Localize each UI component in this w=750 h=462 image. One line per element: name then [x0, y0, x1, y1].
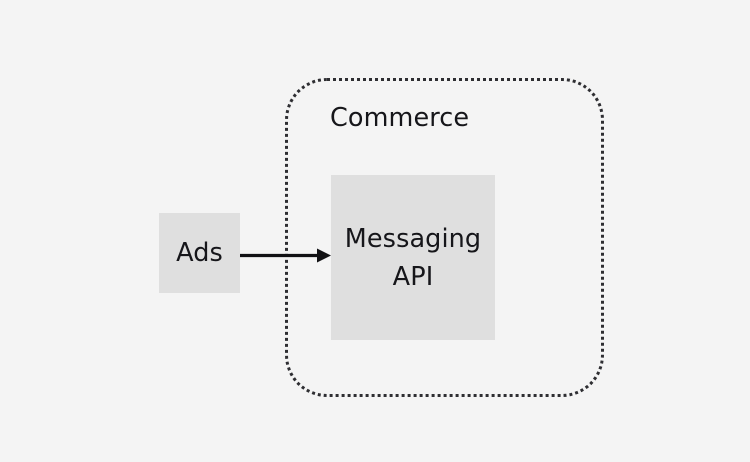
group-label-commerce: Commerce [330, 103, 470, 133]
group-boundary-commerce[interactable] [285, 78, 604, 397]
node-ads-label: Ads [176, 238, 223, 268]
node-messaging-api[interactable]: Messaging API [331, 175, 495, 340]
node-ads[interactable]: Ads [159, 213, 240, 293]
node-messaging-api-label: Messaging API [344, 223, 482, 292]
